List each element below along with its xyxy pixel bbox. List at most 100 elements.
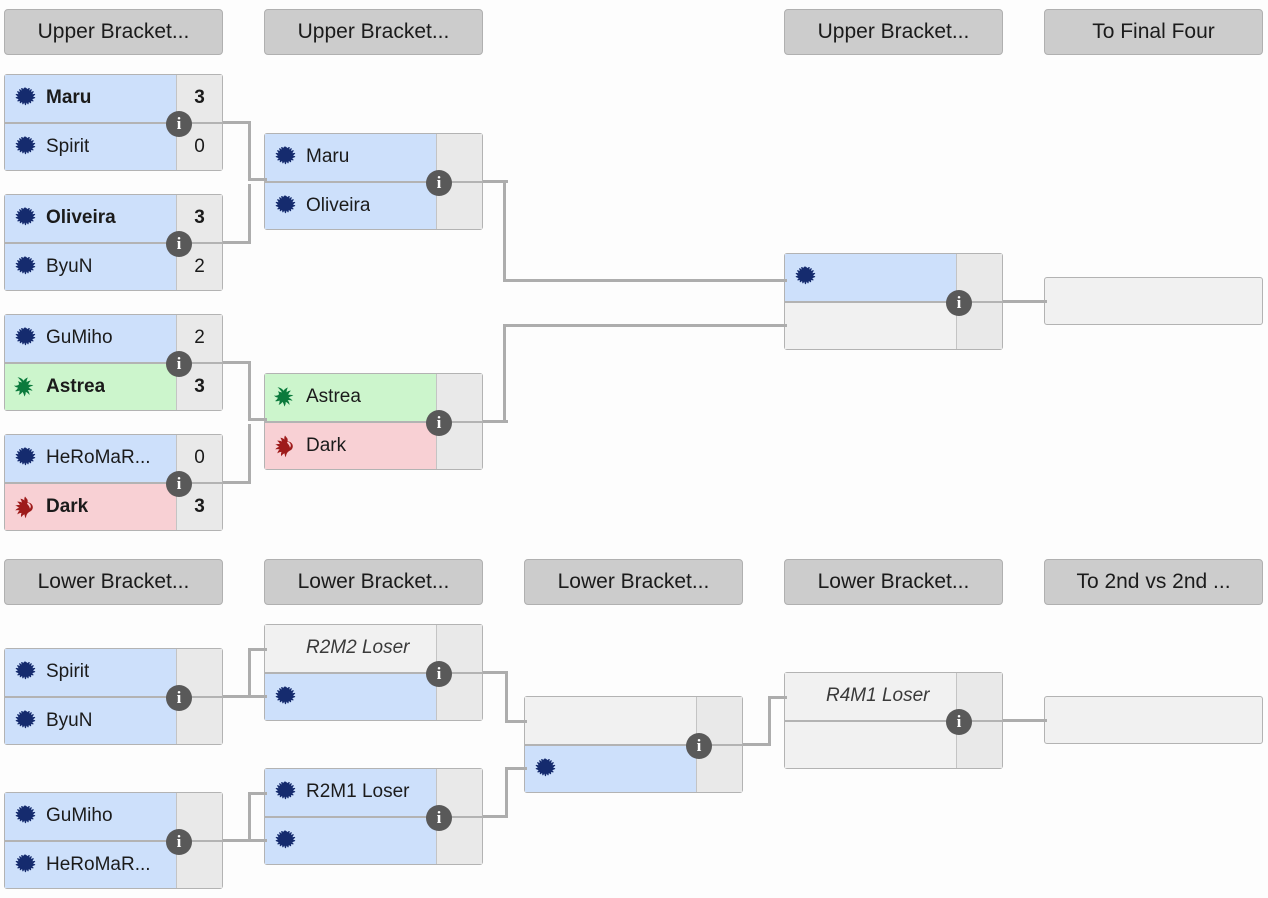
terran-icon	[275, 146, 296, 165]
info-icon[interactable]: i	[166, 110, 192, 137]
info-icon[interactable]: i	[426, 169, 452, 196]
round-header-upper-0[interactable]: Upper Bracket...	[4, 9, 223, 55]
zerg-icon	[275, 435, 293, 457]
opponent-name-cell	[785, 722, 956, 769]
opponent-name-cell: Maru	[5, 75, 176, 122]
round-header-lower-2[interactable]: Lower Bracket...	[524, 559, 743, 605]
opponent-name: HeRoMaR...	[46, 853, 151, 875]
info-icon[interactable]: i	[686, 732, 712, 759]
bracket-connector	[223, 695, 251, 698]
info-icon[interactable]: i	[426, 804, 452, 831]
bracket-connector	[768, 696, 787, 699]
bracket-connector	[248, 361, 251, 421]
info-icon[interactable]: i	[426, 409, 452, 436]
match-opponent-bottom[interactable]: HeRoMaR...	[5, 841, 222, 889]
opponent-name: ByuN	[46, 255, 93, 277]
bracket-connector	[248, 648, 251, 698]
match-box[interactable]: i	[524, 696, 743, 793]
bracket-connector	[483, 671, 508, 674]
opponent-name-cell: Oliveira	[265, 183, 436, 230]
opponent-name: GuMiho	[46, 805, 113, 827]
opponent-name-cell	[525, 697, 696, 744]
opponent-name: GuMiho	[46, 327, 113, 349]
opponent-name: Dark	[306, 434, 347, 456]
bracket-connector	[223, 839, 251, 842]
match-opponent-top[interactable]: Spirit	[5, 649, 222, 698]
bracket-connector	[768, 696, 771, 746]
terran-icon	[15, 136, 36, 154]
bracket-connector	[248, 695, 267, 698]
round-header-lower-3[interactable]: Lower Bracket...	[784, 559, 1003, 605]
info-icon[interactable]: i	[166, 828, 192, 855]
final-slot-upper[interactable]	[1044, 277, 1263, 325]
round-header-lower-1[interactable]: Lower Bracket...	[264, 559, 483, 605]
opponent-name-cell: Oliveira	[5, 195, 176, 242]
bracket-connector	[248, 424, 251, 484]
opponent-name-cell: Astrea	[265, 374, 436, 421]
bracket-connector	[503, 180, 506, 282]
protoss-icon	[274, 387, 294, 407]
opponent-name-cell: R2M2 Loser	[265, 625, 436, 672]
opponent-name-cell: Dark	[265, 423, 436, 470]
match-inner	[785, 254, 1002, 349]
round-header-lower-0[interactable]: Lower Bracket...	[4, 559, 223, 605]
opponent-name-cell: HeRoMaR...	[5, 842, 176, 889]
opponent-name-cell	[265, 674, 436, 721]
info-icon[interactable]: i	[946, 289, 972, 316]
opponent-name-cell: GuMiho	[5, 793, 176, 840]
bracket-connector	[248, 418, 267, 421]
zerg-icon	[15, 496, 33, 518]
terran-icon	[795, 266, 816, 285]
bracket-connector	[248, 792, 251, 842]
terran-icon	[275, 195, 296, 213]
terran-icon	[15, 256, 36, 274]
match-box[interactable]: i	[784, 253, 1003, 350]
bracket-connector	[248, 121, 251, 181]
info-icon[interactable]: i	[426, 660, 452, 687]
opponent-name-cell: Spirit	[5, 649, 176, 696]
terran-icon	[15, 805, 36, 824]
opponent-name-cell	[265, 818, 436, 865]
opponent-name-cell: ByuN	[5, 244, 176, 291]
opponent-name: Maru	[46, 87, 92, 109]
terran-icon	[15, 87, 36, 106]
info-icon[interactable]: i	[946, 708, 972, 735]
round-header-upper-3[interactable]: To Final Four	[1044, 9, 1263, 55]
bracket-connector	[1003, 719, 1047, 722]
final-slot-lower[interactable]	[1044, 696, 1263, 744]
bracket-connector	[223, 481, 251, 484]
round-header-upper-2[interactable]: Upper Bracket...	[784, 9, 1003, 55]
info-icon[interactable]: i	[166, 230, 192, 257]
terran-icon	[275, 781, 296, 800]
opponent-name-cell	[785, 254, 956, 301]
bracket-connector	[483, 420, 508, 423]
bracket-connector	[483, 815, 508, 818]
opponent-name: Spirit	[46, 661, 90, 683]
bracket-connector	[503, 324, 787, 327]
bracket-connector	[248, 648, 267, 651]
info-icon[interactable]: i	[166, 470, 192, 497]
opponent-name: Oliveira	[46, 207, 116, 229]
opponent-name: Oliveira	[306, 194, 371, 216]
round-header-upper-1[interactable]: Upper Bracket...	[264, 9, 483, 55]
info-icon[interactable]: i	[166, 350, 192, 377]
round-header-lower-4[interactable]: To 2nd vs 2nd ...	[1044, 559, 1263, 605]
bracket-connector	[503, 279, 787, 282]
bracket-connector	[248, 184, 251, 244]
info-icon[interactable]: i	[166, 684, 192, 711]
